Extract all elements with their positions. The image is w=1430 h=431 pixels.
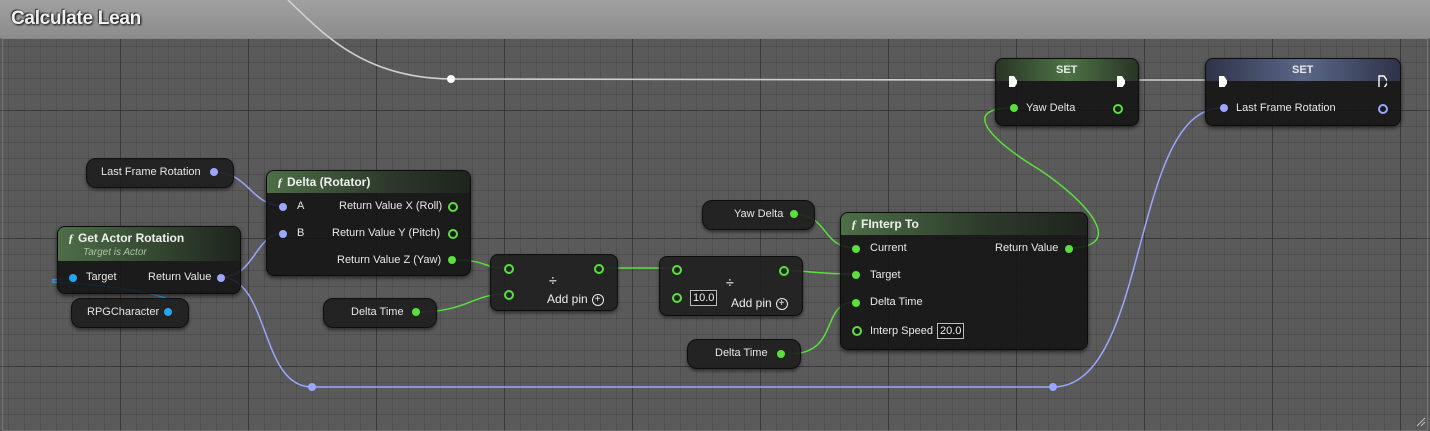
delta-time-label: Delta Time	[715, 347, 768, 359]
yaw-delta-pin-label: Yaw Delta	[1026, 102, 1076, 114]
add-pin-button[interactable]: Add pin+	[547, 292, 604, 306]
last-frame-rotation-label: Last Frame Rotation	[101, 166, 201, 178]
rpgcharacter-node[interactable]: RPGCharacter	[71, 298, 189, 328]
divide2-in-pin-2[interactable]	[672, 293, 682, 303]
set-yaw-delta-node[interactable]: SET Yaw Delta	[995, 58, 1139, 126]
yaw-delta-label: Yaw Delta	[734, 208, 784, 220]
delta-time-out-pin[interactable]	[412, 308, 420, 316]
finterp-to-title: FInterp To	[861, 217, 919, 231]
a-in-pin[interactable]	[279, 203, 287, 211]
interp-speed-in-pin[interactable]	[852, 326, 862, 336]
add-pin-button[interactable]: Add pin+	[731, 296, 788, 310]
resize-grip-icon[interactable]	[1416, 417, 1426, 427]
function-icon: ƒ	[277, 175, 283, 189]
set-last-frame-rotation-node[interactable]: SET Last Frame Rotation	[1205, 58, 1401, 126]
add-pin-plus-icon: +	[775, 297, 788, 310]
divide-node-1[interactable]: ÷ Add pin+	[490, 254, 618, 311]
function-icon: ƒ	[851, 217, 857, 231]
last-frame-rotation-out-pin[interactable]	[210, 168, 218, 176]
rpgcharacter-label: RPGCharacter	[87, 306, 160, 318]
b-pin-label: B	[297, 227, 305, 239]
last-frame-rotation-out-pin[interactable]	[1378, 104, 1388, 114]
delta-time-pin-label: Delta Time	[870, 296, 923, 308]
delta-time-out-pin[interactable]	[777, 350, 785, 358]
b-in-pin[interactable]	[279, 230, 287, 238]
divide2-out-pin[interactable]	[779, 266, 789, 276]
return-value-y-label: Return Value Y (Pitch)	[332, 227, 441, 239]
target-in-pin[interactable]	[69, 274, 77, 282]
return-value-pin-label: Return Value	[995, 242, 1059, 254]
divide-node-2[interactable]: 10.0 ÷ Add pin+	[659, 256, 803, 316]
graph-title-bar: Calculate Lean	[0, 0, 1430, 39]
exec-wire-to-set-yaw	[450, 78, 1013, 81]
delta-time-getter-node-2[interactable]: Delta Time	[687, 339, 801, 369]
divide1-in-pin-2[interactable]	[504, 290, 514, 300]
return-value-pin-label: Return Value	[148, 271, 212, 283]
exec-out-pin[interactable]	[1378, 75, 1387, 87]
set-title: SET	[1056, 64, 1078, 76]
yaw-delta-getter-node[interactable]: Yaw Delta	[702, 200, 815, 230]
function-icon: ƒ	[68, 231, 74, 245]
last-frame-rotation-pin-label: Last Frame Rotation	[1236, 102, 1336, 114]
wire-finterp-to-set-yaw	[984, 107, 1100, 249]
divide-symbol: ÷	[549, 272, 557, 288]
rotator-reroute-knot-1	[308, 383, 316, 391]
target-in-pin[interactable]	[852, 271, 860, 279]
set-title: SET	[1292, 64, 1314, 76]
exec-in-pin[interactable]	[1008, 75, 1017, 87]
return-value-out-pin[interactable]	[217, 274, 225, 282]
exec-wire-entry	[287, 0, 452, 80]
get-actor-rotation-subtitle: Target is Actor	[83, 247, 147, 258]
a-pin-label: A	[297, 200, 305, 212]
interp-speed-value-field[interactable]: 20.0	[937, 323, 965, 339]
delta-time-getter-node[interactable]: Delta Time	[323, 298, 437, 328]
last-frame-rotation-in-pin[interactable]	[1220, 104, 1228, 112]
exec-reroute-knot	[447, 75, 455, 83]
divide1-out-pin[interactable]	[594, 264, 604, 274]
last-frame-rotation-getter-node[interactable]: Last Frame Rotation	[86, 158, 234, 188]
get-actor-rotation-node[interactable]: ƒ Get Actor Rotation Target is Actor Targ…	[57, 226, 241, 294]
rpgcharacter-out-pin[interactable]	[164, 308, 172, 316]
yaw-delta-out-pin[interactable]	[1113, 104, 1123, 114]
rotator-reroute-knot-2	[1049, 383, 1057, 391]
return-value-x-label: Return Value X (Roll)	[339, 200, 443, 212]
return-value-z-pin[interactable]	[448, 256, 456, 264]
target-pin-label: Target	[870, 269, 901, 281]
add-pin-plus-icon: +	[591, 293, 604, 306]
exec-in-pin[interactable]	[1218, 75, 1227, 87]
delta-rotator-node[interactable]: ƒ Delta (Rotator) A B Return Value X (Rol…	[266, 170, 471, 276]
divide-symbol: ÷	[726, 274, 734, 290]
delta-rotator-title: Delta (Rotator)	[287, 175, 371, 189]
delta-time-label: Delta Time	[351, 306, 404, 318]
return-value-x-pin[interactable]	[448, 202, 458, 212]
wire-actor-rotation-to-set	[221, 107, 1223, 388]
graph-title: Calculate Lean	[11, 8, 141, 29]
divide2-in-pin-1[interactable]	[672, 265, 682, 275]
divisor-value-field[interactable]: 10.0	[690, 290, 718, 306]
yaw-delta-in-pin[interactable]	[1010, 104, 1018, 112]
divide1-in-pin-1[interactable]	[504, 264, 514, 274]
delta-time-in-pin[interactable]	[852, 299, 860, 307]
return-value-y-pin[interactable]	[448, 229, 458, 239]
yaw-delta-out-pin[interactable]	[790, 210, 798, 218]
return-value-z-label: Return Value Z (Yaw)	[337, 254, 442, 266]
current-pin-label: Current	[870, 242, 907, 254]
target-pin-label: Target	[86, 271, 117, 283]
get-actor-rotation-title: Get Actor Rotation	[78, 231, 185, 245]
current-in-pin[interactable]	[852, 245, 860, 253]
return-value-out-pin[interactable]	[1065, 245, 1073, 253]
exec-out-pin[interactable]	[1116, 75, 1125, 87]
interp-speed-pin-label: Interp Speed	[870, 325, 933, 337]
